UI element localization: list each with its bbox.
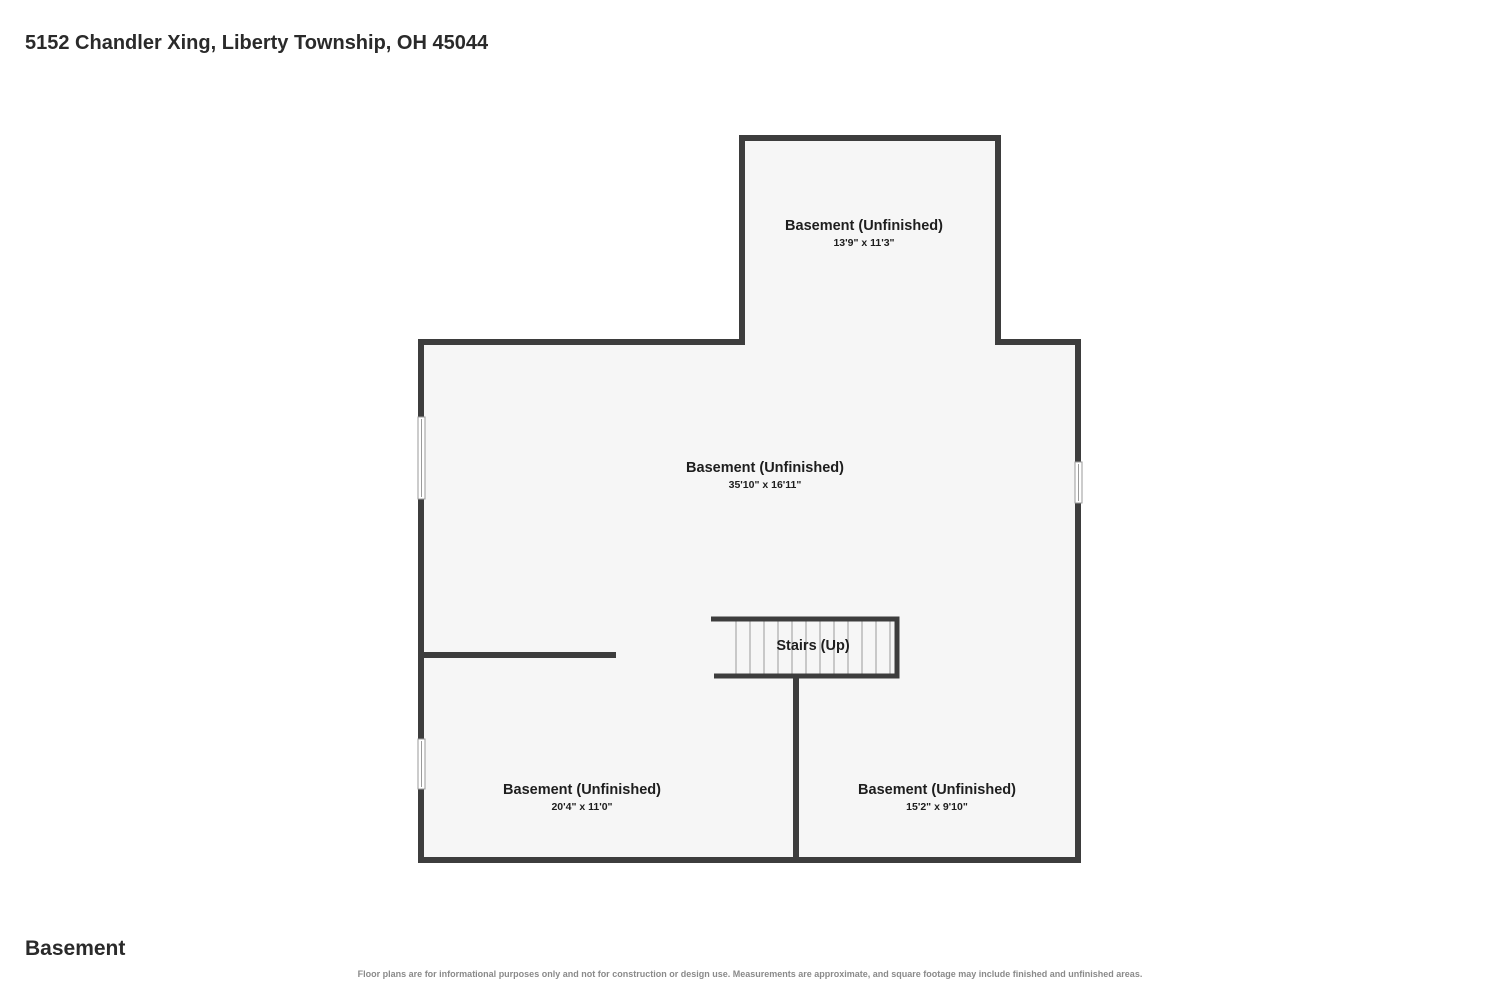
property-address: 5152 Chandler Xing, Liberty Township, OH… xyxy=(25,32,489,54)
room-name-lower-left: Basement (Unfinished) xyxy=(503,782,661,798)
room-name-main: Basement (Unfinished) xyxy=(686,460,844,476)
room-name-lower-right: Basement (Unfinished) xyxy=(858,782,1016,798)
exterior-wall xyxy=(418,135,1081,863)
room-name-top: Basement (Unfinished) xyxy=(785,218,943,234)
window-left-lower xyxy=(417,738,426,790)
stairs-label: Stairs (Up) xyxy=(776,638,849,654)
window-right xyxy=(1074,461,1083,504)
room-dimensions-main: 35'10" x 16'11" xyxy=(729,479,802,491)
disclaimer: Floor plans are for informational purpos… xyxy=(357,969,1143,979)
window-left-upper xyxy=(417,416,426,500)
room-dimensions-top: 13'9" x 11'3" xyxy=(833,237,894,249)
floor-area xyxy=(421,138,1078,860)
room-dimensions-lower-right: 15'2" x 9'10" xyxy=(906,801,968,813)
floor-name: Basement xyxy=(25,937,126,960)
room-dimensions-lower-left: 20'4" x 11'0" xyxy=(551,801,612,813)
stairs xyxy=(711,616,900,679)
